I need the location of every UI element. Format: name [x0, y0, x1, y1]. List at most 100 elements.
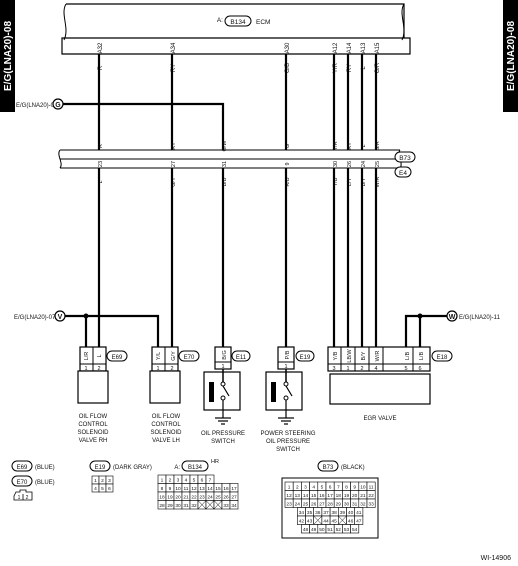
- b73-pin-31: 31: [222, 161, 228, 167]
- ecm-name: ECM: [256, 19, 270, 26]
- ecm-pin-a15: A15: [375, 42, 381, 53]
- e11-wire-1: B/G: [222, 350, 228, 359]
- e69-connector-id: E69: [112, 355, 123, 361]
- b73-pin-26: 26: [347, 161, 353, 167]
- e11-label-2: SWITCH: [211, 439, 235, 445]
- legend-b73-pin-number: 9: [353, 485, 356, 491]
- e18-pin-5: 5: [404, 366, 407, 372]
- e69-label-2: CONTROL: [78, 422, 108, 428]
- ref-g-text: E/G(LNA20)-02: [16, 103, 58, 109]
- ecm-connector-id: B134: [230, 19, 246, 26]
- e18-label-1: EGR VALVE: [363, 416, 396, 422]
- legend-b134-pin-number: 26: [223, 495, 229, 501]
- legend-e70-oval: [11, 475, 33, 487]
- legend-b134-pin-number: 9: [169, 486, 172, 492]
- legend-b134-pin-number: 17: [231, 486, 237, 492]
- legend-b73-pin-number: 7: [337, 485, 340, 491]
- legend-b73-pin-number: 39: [340, 510, 346, 516]
- legend-b134-pin-number: 33: [223, 503, 229, 509]
- ecm-pin-a14: A14: [347, 42, 353, 53]
- legend-b134-pin-number: 15: [215, 486, 221, 492]
- legend-b73-pin-number: 24: [295, 502, 301, 508]
- e18-wire-6: L/B: [419, 352, 425, 361]
- ecm-wire-color-a13: L: [361, 66, 367, 70]
- e19-connector-id: E19: [300, 355, 311, 361]
- legend-b73-pin-number: 30: [344, 502, 350, 508]
- legend-b134-blank-cell-mark: [205, 500, 215, 510]
- legend-pin-1: 1: [18, 495, 21, 501]
- legend-b134-pin-number: 2: [169, 478, 172, 484]
- legend-b73-pin-number: 3: [304, 485, 307, 491]
- legend-b134-suffix: HR: [211, 459, 219, 465]
- e11-component: [203, 346, 241, 425]
- legend-b134-pin-number: 1: [161, 478, 164, 484]
- e18-connector-id: E18: [437, 355, 448, 361]
- e18-wire-3: B/Y: [361, 351, 367, 360]
- legend-b73-pin-number: 8: [345, 485, 348, 491]
- e4-color-7: B/Y: [361, 177, 367, 186]
- ref-v-text: E/G(LNA20)-07: [14, 315, 56, 321]
- ecm-wire-color-a32: R: [98, 65, 104, 70]
- wires-lower: [64, 168, 448, 347]
- legend-e70-name: E70: [17, 480, 28, 486]
- legend-b73-pin-number: 35: [307, 510, 313, 516]
- legend-b73-name: B73: [323, 465, 334, 471]
- legend-b73-pin-number: 23: [286, 502, 292, 508]
- legend-b134-pin-number: 11: [184, 486, 189, 492]
- ecm-pin-a34: A34: [171, 42, 177, 53]
- legend-e19-color: (DARK GRAY): [113, 465, 152, 471]
- e70-pin-1: 1: [156, 366, 159, 372]
- legend-pin-2: 2: [26, 495, 29, 501]
- legend-b134-pin-number: 10: [175, 486, 181, 492]
- legend-b73-pin-number: 46: [348, 519, 354, 525]
- e4-color-5: Y/B: [333, 177, 339, 186]
- e69-pin-1: 1: [84, 366, 87, 372]
- b73-pin-25: 25: [375, 161, 381, 167]
- ecm-pin-a12: A12: [333, 42, 339, 53]
- e19-wire-1: P/B: [285, 350, 291, 359]
- e70-label-2: CONTROL: [151, 422, 181, 428]
- ecm-pin-a30: A30: [285, 42, 291, 53]
- ref-w-text: E/G(LNA20)-11: [459, 315, 501, 321]
- b73-top-color-8: G/R: [375, 141, 381, 151]
- e70-label-3: SOLENOID: [150, 430, 182, 436]
- e4-color-3: B/B: [222, 177, 228, 186]
- e4-color-4: R/B: [285, 177, 291, 187]
- legend-b134-pin-number: 12: [191, 486, 197, 492]
- e11-connector-oval: [231, 350, 251, 362]
- e4-color-8: W/R: [375, 177, 381, 188]
- ref-w-circle: [446, 310, 458, 322]
- legend-b73-pin-number: 37: [323, 510, 329, 516]
- legend-b73-blank-cell-mark: [338, 515, 347, 525]
- legend-b134-pin-number: 32: [191, 503, 197, 509]
- ecm-connector-oval: [224, 15, 252, 27]
- legend-b134-oval: [181, 460, 209, 472]
- b73-labels: R RY G/W G Y/R RY L G/R 23 27 31 9 30 26…: [98, 140, 381, 188]
- b73-top-color-6: RY: [347, 142, 353, 150]
- legend-b134-pin-number: 19: [167, 495, 173, 501]
- legend-b134-pin-number: 25: [215, 495, 221, 501]
- splice-w: [417, 313, 423, 319]
- e69-label-4: VALVE RH: [79, 438, 108, 444]
- e69-connector-oval: [106, 350, 128, 362]
- ecm-box: [61, 3, 411, 55]
- ecm-wire-color-a14: RY: [347, 64, 353, 72]
- e69-wire-2: L: [97, 354, 103, 357]
- splice-v: [83, 313, 89, 319]
- e69-label-1: OIL FLOW: [79, 414, 108, 420]
- legend-b73-pin-number: 4: [312, 485, 315, 491]
- legend-b73-pin-number: 5: [321, 485, 324, 491]
- legend-b134-pin-number: 27: [231, 495, 237, 501]
- legend-e19-pin-number: 6: [108, 486, 111, 492]
- e69-wire-1: L/R: [84, 352, 90, 361]
- legend-e19-pin-cell: [105, 483, 114, 493]
- legend-e19-pin-number: 1: [94, 478, 97, 484]
- b73-connector-id: B73: [399, 155, 411, 162]
- e4-color-6: L/Y: [347, 178, 353, 187]
- legend-b134-pin-number: 14: [207, 486, 213, 492]
- legend-b134-pin-number: 29: [167, 503, 173, 509]
- legend-b73-pin-number: 19: [344, 493, 350, 499]
- legend-b73-pin-number: 38: [332, 510, 338, 516]
- legend-b134-pin-number: 24: [207, 495, 213, 501]
